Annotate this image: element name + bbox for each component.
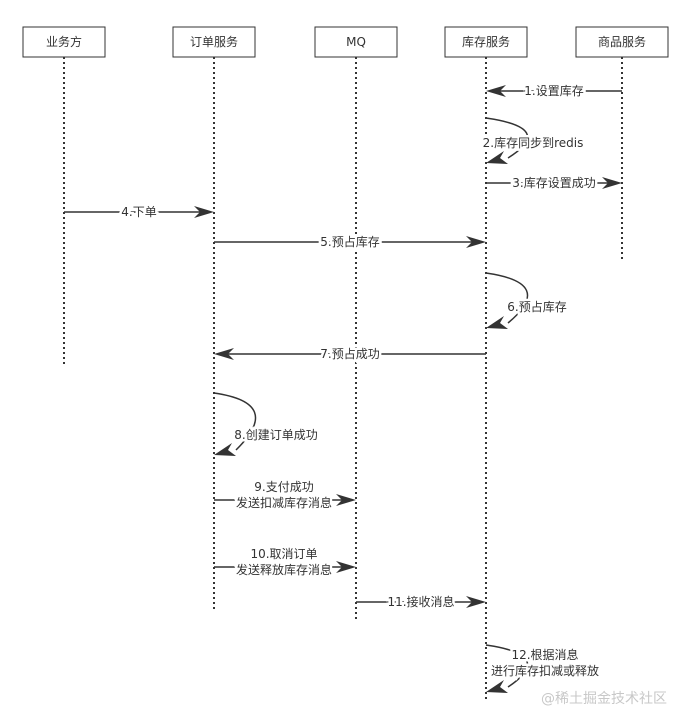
message-1: 1.设置库存 bbox=[486, 81, 622, 101]
self-message-arrow bbox=[213, 392, 257, 451]
message-label: 9.支付成功 bbox=[254, 480, 313, 494]
message-7: 7.预占成功 bbox=[214, 344, 486, 364]
message-label: 12.根据消息 bbox=[511, 647, 578, 662]
participant-label: 业务方 bbox=[46, 34, 82, 49]
message-label: 11.接收消息 bbox=[387, 594, 454, 609]
participant-box bbox=[22, 26, 106, 58]
message-label: 7.预占成功 bbox=[320, 346, 379, 361]
message-label: 8.创建订单成功 bbox=[234, 428, 317, 442]
message-label: 6.预占库存 bbox=[507, 299, 566, 314]
participant-box bbox=[444, 26, 528, 58]
self-message-arrow bbox=[485, 644, 529, 688]
participant-box bbox=[575, 26, 669, 58]
message-3: 3.库存设置成功 bbox=[486, 173, 622, 193]
message-8: 8.创建订单成功 bbox=[213, 392, 320, 456]
message-label: 发送释放库存消息 bbox=[236, 562, 332, 577]
message-6: 6.预占库存 bbox=[485, 272, 569, 329]
participant-3: 库存服务 bbox=[444, 26, 528, 702]
message-2: 2.库存同步到redis bbox=[480, 117, 586, 164]
participant-4: 商品服务 bbox=[575, 26, 669, 262]
message-label: 10.取消订单 bbox=[250, 547, 317, 561]
participant-0: 业务方 bbox=[22, 26, 106, 365]
message-label: 2.库存同步到redis bbox=[483, 135, 584, 150]
message-label: 4.下单 bbox=[121, 205, 156, 219]
message-label: 5.预占库存 bbox=[320, 234, 379, 249]
participant-box bbox=[314, 26, 398, 58]
participant-2: MQ bbox=[314, 26, 398, 620]
participant-label: MQ bbox=[346, 35, 366, 49]
message-label: 1.设置库存 bbox=[524, 83, 583, 98]
message-label: 进行库存扣减或释放 bbox=[491, 663, 599, 678]
participant-box bbox=[172, 26, 256, 58]
message-4: 4.下单 bbox=[64, 203, 214, 222]
participant-label: 商品服务 bbox=[598, 34, 646, 49]
participant-label: 库存服务 bbox=[462, 34, 510, 49]
message-label: 3.库存设置成功 bbox=[512, 175, 595, 190]
watermark: @稀土掘金技术社区 bbox=[541, 691, 667, 707]
self-message-arrow bbox=[485, 272, 529, 324]
message-label: 发送扣减库存消息 bbox=[236, 495, 332, 510]
self-message-arrow bbox=[485, 117, 529, 159]
participant-1: 订单服务 bbox=[172, 26, 256, 612]
participant-label: 订单服务 bbox=[190, 34, 238, 49]
message-11: 11.接收消息 bbox=[356, 592, 486, 612]
message-5: 5.预占库存 bbox=[214, 232, 486, 252]
